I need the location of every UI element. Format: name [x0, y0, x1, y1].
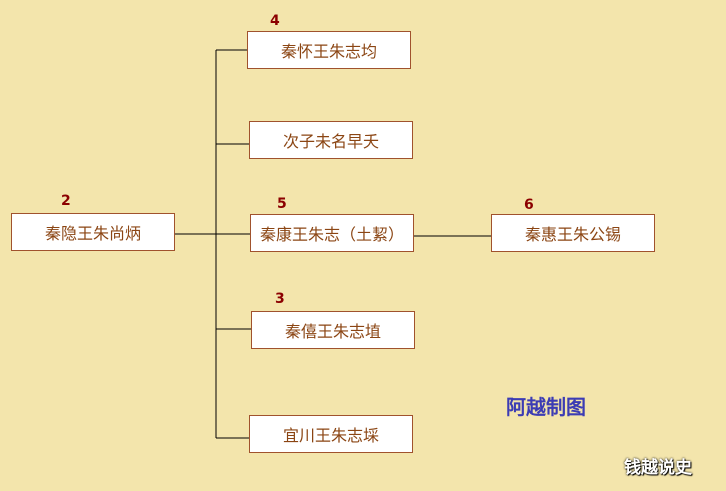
child-1-number: 4 — [270, 13, 280, 29]
root-number: 2 — [61, 193, 71, 209]
child-4-number: 3 — [275, 291, 285, 307]
child-1-box: 秦怀王朱志均 — [247, 31, 411, 69]
child-4-box: 秦僖王朱志埴 — [251, 311, 415, 349]
child-2-box: 次子未名早夭 — [249, 121, 413, 159]
child-5-box: 宜川王朱志埰 — [249, 415, 413, 453]
child-3-box: 秦康王朱志（土絜） — [250, 214, 414, 252]
grandchild-box: 秦惠王朱公锡 — [491, 214, 655, 252]
child-3-number: 5 — [277, 196, 287, 212]
grandchild-number: 6 — [524, 197, 534, 213]
credit-label: 阿越制图 — [506, 395, 586, 419]
root-box: 秦隐王朱尚炳 — [11, 213, 175, 251]
watermark-label: 钱越说史 — [624, 458, 692, 478]
